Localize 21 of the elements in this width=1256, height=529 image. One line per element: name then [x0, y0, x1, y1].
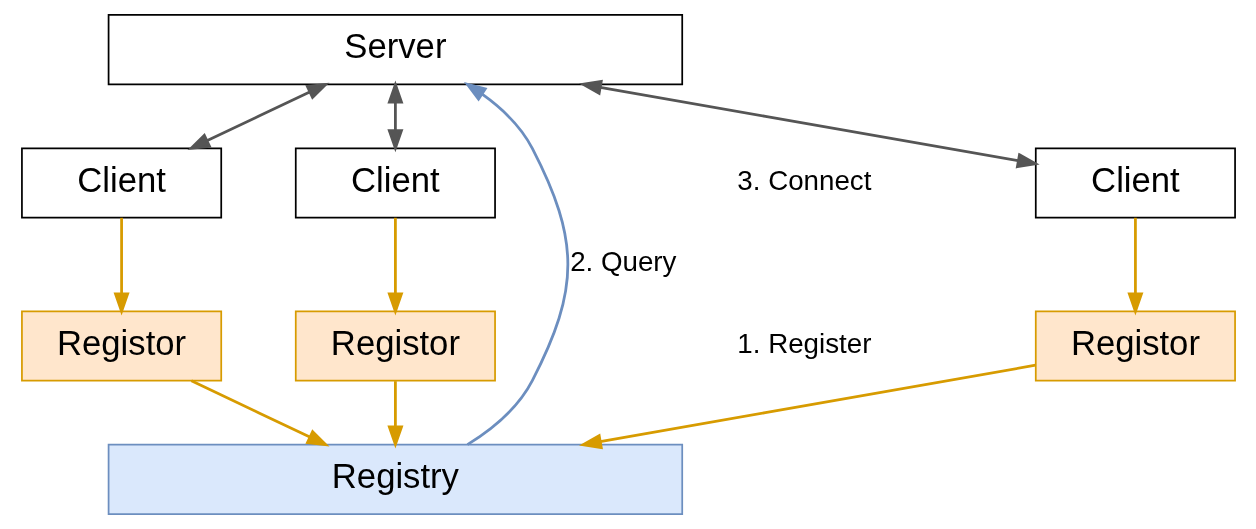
arrow	[1126, 217, 1143, 316]
edge-label: 2. Query	[569, 246, 676, 278]
arrow	[386, 381, 403, 449]
node-box: Client	[1034, 147, 1236, 219]
node-box: Client	[294, 147, 496, 219]
node-box: Registor	[294, 310, 496, 382]
arrow	[113, 217, 130, 316]
arrow	[386, 217, 403, 316]
node-box: Registor	[1034, 310, 1236, 382]
arrow	[187, 82, 329, 151]
label: 1. Register	[736, 327, 871, 359]
arrow	[190, 379, 329, 447]
label: 3. Connect	[736, 164, 871, 196]
arrow	[578, 363, 1036, 450]
arrow	[463, 82, 569, 446]
arrow	[386, 80, 403, 153]
arrow	[578, 79, 1040, 169]
node-box: Registry	[107, 443, 683, 515]
node-box: Client	[20, 147, 222, 219]
node-box: Server	[107, 14, 683, 86]
node-box: Registor	[20, 310, 222, 382]
